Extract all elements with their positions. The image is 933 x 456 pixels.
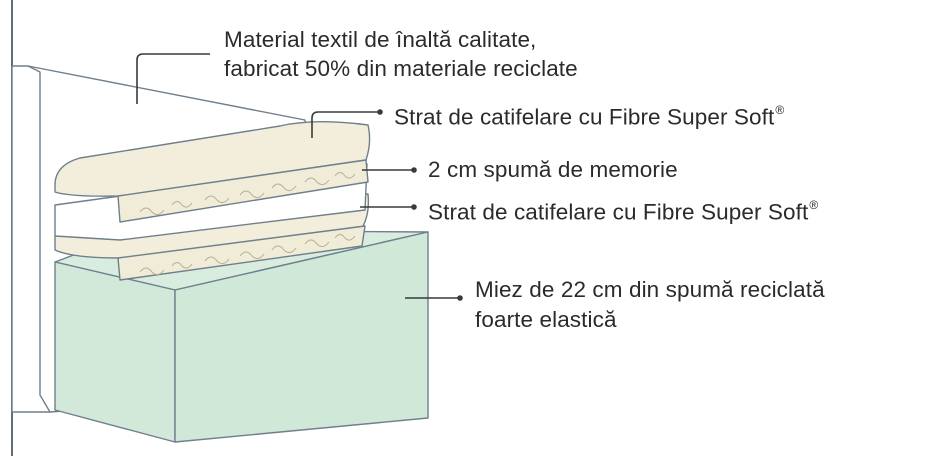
fibre-layer-bottom-front (117, 225, 366, 281)
core-foam-side (54, 261, 176, 443)
cover-edge (27, 65, 51, 413)
fibre-layer-top (54, 121, 371, 197)
leader-core (405, 295, 463, 301)
label-core-line-2: foarte elastică (475, 307, 617, 332)
registered-mark: ® (775, 103, 785, 117)
fibre-texture (139, 172, 356, 276)
label-memory-foam: 2 cm spumă de memorie (428, 157, 678, 182)
label-core-line-1: Miez de 22 cm din spumă reciclată (475, 277, 825, 302)
leader-bottom-fibre (360, 204, 417, 210)
core-foam-front (174, 231, 429, 443)
label-cover-line-2: fabricat 50% din materiale reciclate (224, 56, 578, 81)
leader-top-fibre (311, 109, 383, 138)
leader-cover (136, 53, 210, 104)
registered-mark: ® (809, 198, 819, 212)
label-top-fibre: Strat de catifelare cu Fibre Super Soft® (394, 103, 785, 130)
label-cover-line-1: Material textil de înaltă calitate, (224, 27, 537, 52)
fibre-layer-top-front (117, 159, 369, 223)
leader-memory-foam (362, 167, 417, 173)
label-bottom-fibre: Strat de catifelare cu Fibre Super Soft® (428, 198, 819, 225)
